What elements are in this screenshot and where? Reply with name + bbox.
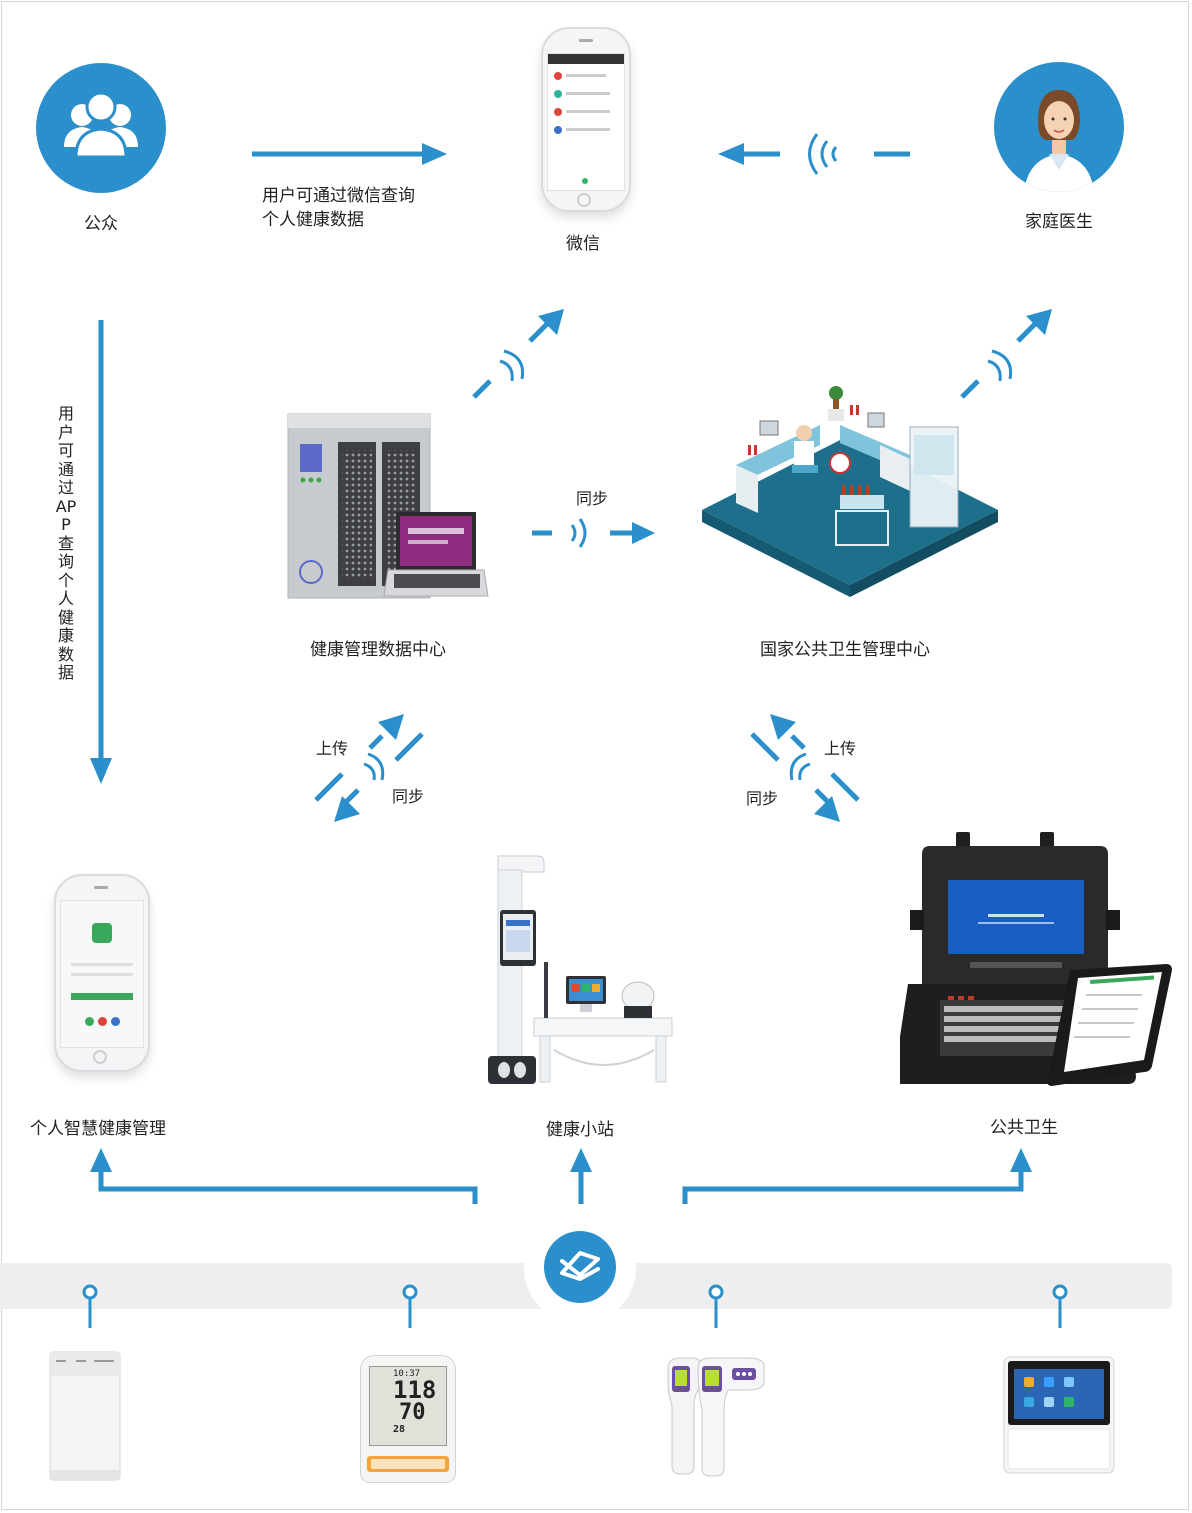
app-query-label: 用户可通过APP查询个人健康数据	[55, 404, 77, 682]
arrow-national-to-doctor	[960, 309, 1052, 399]
arrow-bt-to-station	[570, 1148, 592, 1204]
doctor-avatar-icon	[994, 62, 1124, 192]
right-upload-label: 上传	[824, 739, 857, 758]
users-icon	[36, 63, 166, 193]
sync-center-label: 同步	[576, 489, 609, 508]
left-sync-label: 同步	[392, 787, 425, 806]
health-kiosk-icon	[488, 855, 673, 1084]
arrow-publichealth-national-updown	[750, 714, 860, 822]
station-label: 健康小站	[546, 1120, 614, 1140]
device-pin-1	[82, 1284, 98, 1328]
blood-pressure-monitor-icon: 10:37 118 70 28	[360, 1355, 456, 1483]
device-pin-3	[708, 1284, 724, 1328]
arrow-station-datacenter-updown	[314, 714, 424, 822]
personal-label: 个人智慧健康管理	[30, 1119, 166, 1139]
tablet-terminal-icon	[1003, 1356, 1115, 1474]
bp-pulse: 28	[393, 1424, 406, 1435]
lab-room-icon	[702, 386, 998, 597]
arrow-doctor-to-wechat	[718, 133, 910, 175]
arrow-datacenter-to-wechat	[472, 309, 564, 399]
right-sync-label: 同步	[746, 789, 779, 808]
device-pin-2	[402, 1284, 418, 1328]
thermometer-gun-icon	[667, 1357, 765, 1477]
left-upload-label: 上传	[316, 739, 349, 758]
arrow-public-to-personal	[90, 320, 112, 784]
server-laptop-icon	[287, 413, 489, 599]
wechat-phone-icon	[541, 27, 631, 212]
wechat-query-line1: 用户可通过微信查询	[262, 186, 415, 206]
data-center-label: 健康管理数据中心	[310, 640, 446, 660]
electronic-box-icon	[49, 1351, 121, 1481]
bp-diastolic: 70	[399, 1400, 426, 1425]
doctor-label: 家庭医生	[1025, 212, 1093, 232]
national-center-label: 国家公共卫生管理中心	[760, 640, 930, 660]
personal-phone-icon	[54, 874, 150, 1072]
arrow-bt-to-personal	[90, 1148, 478, 1204]
public-health-label: 公共卫生	[990, 1118, 1058, 1138]
rugged-case-icon	[900, 832, 1172, 1086]
arrow-bt-to-publichealth	[682, 1148, 1032, 1204]
arrow-public-to-wechat	[252, 143, 447, 165]
arrow-datacenter-to-national	[532, 518, 655, 548]
device-pin-4	[1052, 1284, 1068, 1328]
wechat-label: 微信	[566, 234, 600, 254]
wechat-query-line2: 个人健康数据	[262, 210, 364, 230]
bp-systolic: 118	[393, 1376, 437, 1404]
bp-time: 10:37	[393, 1369, 421, 1379]
bluetooth-icon	[544, 1231, 616, 1303]
public-label: 公众	[84, 214, 118, 234]
